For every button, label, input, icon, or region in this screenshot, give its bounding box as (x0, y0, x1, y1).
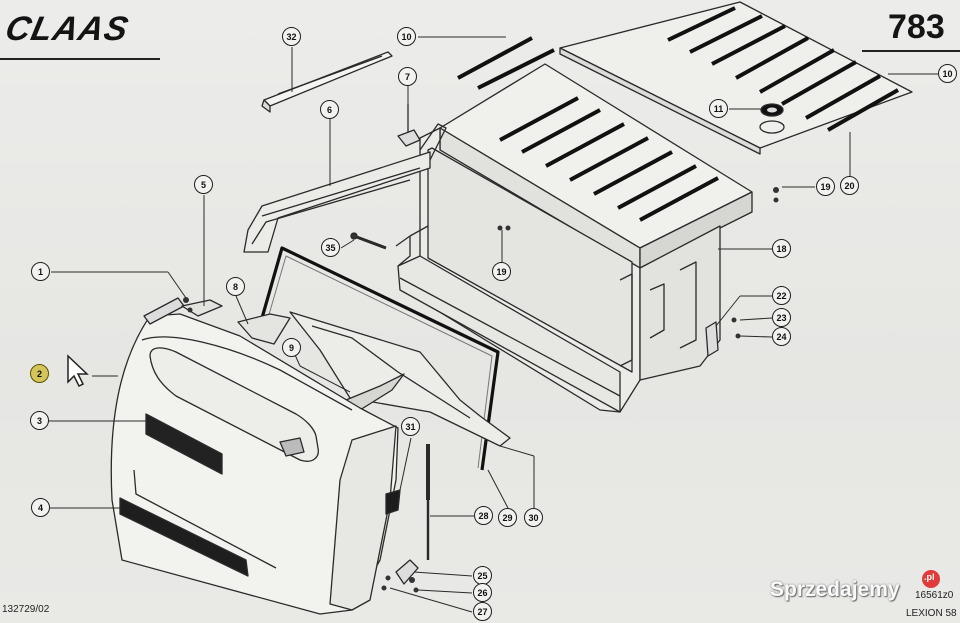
callout-7[interactable]: 7 (398, 67, 417, 86)
model-name: LEXION 58 (906, 608, 957, 619)
roof-panel-drawing (559, 1, 913, 155)
watermark-tld: .pl (924, 572, 935, 582)
hardware-drawing (183, 187, 779, 593)
callout-8[interactable]: 8 (226, 277, 245, 296)
callout-31[interactable]: 31 (401, 417, 420, 436)
callout-10-right[interactable]: 10 (938, 64, 957, 83)
callout-35[interactable]: 35 (321, 238, 340, 257)
callout-20[interactable]: 20 (840, 176, 859, 195)
callout-18[interactable]: 18 (772, 239, 791, 258)
callout-10-upper[interactable]: 10 (397, 27, 416, 46)
bracket-22-drawing (705, 321, 719, 357)
callout-19-right[interactable]: 19 (816, 177, 835, 196)
callout-2[interactable]: 2 (30, 364, 49, 383)
watermark-text: Sprzedajemy (770, 578, 900, 601)
seal-frame-drawing (260, 246, 500, 471)
page-number: 783 (888, 8, 945, 46)
callout-1[interactable]: 1 (31, 262, 50, 281)
drawing-number: 132729/02 (2, 604, 50, 615)
callout-23[interactable]: 23 (772, 308, 791, 327)
callout-22[interactable]: 22 (772, 286, 791, 305)
callout-26[interactable]: 26 (473, 583, 492, 602)
callout-6[interactable]: 6 (320, 100, 339, 119)
page-number-rule (862, 50, 960, 52)
clip-7-drawing (397, 104, 421, 147)
rod-35-drawing (350, 232, 387, 250)
main-housing-drawing (395, 63, 753, 413)
callout-30[interactable]: 30 (524, 508, 543, 527)
callout-19-center[interactable]: 19 (492, 262, 511, 281)
latch-25-drawing (395, 559, 419, 585)
side-frame-drawing (243, 123, 447, 253)
callout-29[interactable]: 29 (498, 508, 517, 527)
callout-9[interactable]: 9 (282, 338, 301, 357)
callout-3[interactable]: 3 (30, 411, 49, 430)
callout-27[interactable]: 27 (473, 602, 492, 621)
claas-logo: CLAAS (2, 10, 133, 48)
shield-9-drawing (289, 311, 511, 447)
strip-10-drawing (457, 36, 555, 90)
callout-11[interactable]: 11 (709, 99, 728, 118)
logo-underline (0, 58, 160, 60)
callout-24[interactable]: 24 (772, 327, 791, 346)
callout-28[interactable]: 28 (474, 506, 493, 525)
leader-lines (49, 36, 938, 613)
front-hood-drawing (110, 297, 401, 615)
mouse-pointer-icon (67, 354, 89, 388)
bracket-32-drawing (261, 51, 393, 113)
watermark-badge-icon (922, 570, 940, 588)
callout-5[interactable]: 5 (194, 175, 213, 194)
plate-8-drawing (237, 313, 291, 345)
callout-4[interactable]: 4 (31, 498, 50, 517)
model-code: 16561z0 (915, 590, 954, 601)
callout-32[interactable]: 32 (282, 27, 301, 46)
